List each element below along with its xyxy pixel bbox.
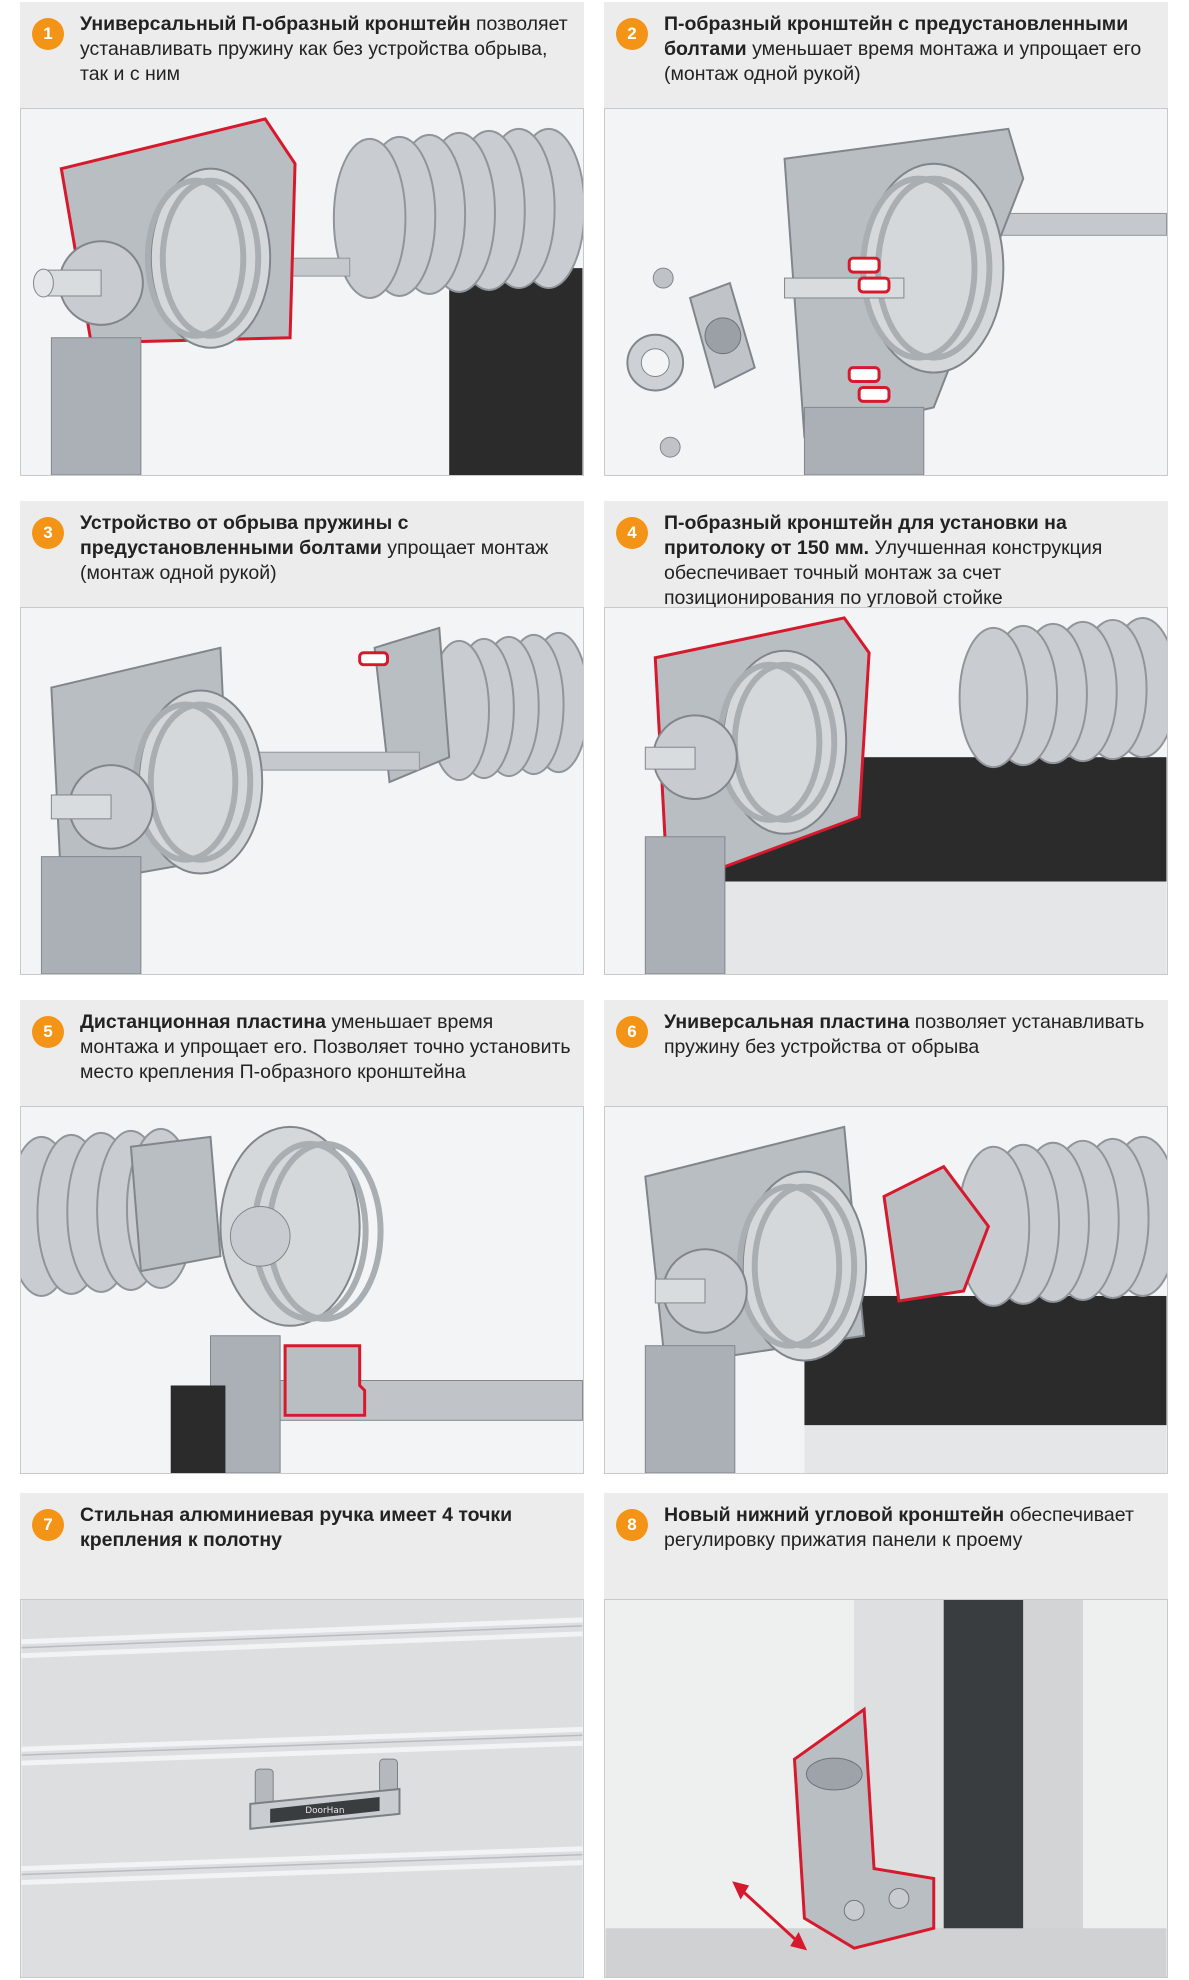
product-illustration bbox=[20, 1106, 584, 1474]
adjustment-arrow bbox=[732, 1881, 808, 1951]
card-caption: П-образный кронштейн для установки на пр… bbox=[664, 511, 1160, 611]
feature-card-3: 3 Устройство от обрыва пружины с предуст… bbox=[20, 501, 584, 975]
caption-text: позволяет устанавливать пружину как без … bbox=[80, 13, 568, 85]
card-header: 4 П-образный кронштейн для установки на … bbox=[604, 501, 1168, 609]
number-badge: 7 bbox=[32, 1509, 64, 1541]
card-header: 6 Универсальная пластина позволяет устан… bbox=[604, 1000, 1168, 1106]
feature-card-6: 6 Универсальная пластина позволяет устан… bbox=[604, 1000, 1168, 1474]
feature-card-5: 5 Дистанционная пластина уменьшает время… bbox=[20, 1000, 584, 1474]
preinstalled-bolt bbox=[358, 651, 390, 667]
card-caption: П-образный кронштейн с предустановленным… bbox=[664, 12, 1160, 87]
product-illustration bbox=[20, 108, 584, 476]
spacer-plate-illustration bbox=[21, 1107, 583, 1473]
card-header: 5 Дистанционная пластина уменьшает время… bbox=[20, 1000, 584, 1106]
card-header: 7 Стильная алюминиевая ручка имеет 4 точ… bbox=[20, 1493, 584, 1599]
spacer-plate bbox=[283, 1344, 367, 1417]
caption-bold: Дистанционная пластина bbox=[80, 1011, 326, 1033]
card-caption: Дистанционная пластина уменьшает время м… bbox=[80, 1010, 576, 1085]
caption-text: обеспечивает регулировку прижатия панели… bbox=[664, 1504, 1134, 1551]
caption-bold: Универсальный П-образный кронштейн bbox=[80, 13, 471, 35]
spring-break-device-illustration bbox=[21, 608, 583, 974]
caption-text: упрощает монтаж (монтаж одной рукой) bbox=[80, 537, 549, 584]
product-illustration bbox=[604, 607, 1168, 975]
number-badge: 8 bbox=[616, 1509, 648, 1541]
caption-text: уменьшает время монтажа и упрощает его. … bbox=[80, 1011, 571, 1083]
card-header: 3 Устройство от обрыва пружины с предуст… bbox=[20, 501, 584, 607]
card-header: 8 Новый нижний угловой кронштейн обеспеч… bbox=[604, 1493, 1168, 1599]
product-illustration bbox=[604, 1599, 1168, 1978]
bracket-spring-illustration bbox=[21, 109, 583, 475]
handle-logo: DoorHan bbox=[305, 1806, 344, 1816]
caption-text: позволяет устанавливать пружину без устр… bbox=[664, 1011, 1145, 1058]
product-illustration bbox=[604, 1106, 1168, 1474]
caption-bold: Стильная алюминиевая ручка имеет 4 точки… bbox=[80, 1504, 513, 1551]
caption-text: уменьшает время монтажа и упрощает его (… bbox=[664, 38, 1142, 85]
card-caption: Универсальный П-образный кронштейн позво… bbox=[80, 12, 576, 87]
card-header: 1 Универсальный П-образный кронштейн поз… bbox=[20, 2, 584, 108]
angle-post bbox=[50, 337, 142, 475]
number-badge: 2 bbox=[616, 18, 648, 50]
number-badge: 3 bbox=[32, 517, 64, 549]
card-header: 2 П-образный кронштейн с предустановленн… bbox=[604, 2, 1168, 108]
caption-bold: П-образный кронштейн с предустановленным… bbox=[664, 13, 1129, 60]
feature-card-2: 2 П-образный кронштейн с предустановленн… bbox=[604, 2, 1168, 476]
card-caption: Новый нижний угловой кронштейн обеспечив… bbox=[664, 1503, 1160, 1553]
door-panel bbox=[449, 268, 583, 475]
door-handle bbox=[249, 1758, 401, 1830]
preinstalled-bolts bbox=[847, 256, 891, 403]
feature-card-8: 8 Новый нижний угловой кронштейн обеспеч… bbox=[604, 1493, 1168, 1978]
lintel-bracket-illustration bbox=[605, 608, 1167, 974]
product-illustration: DoorHan bbox=[20, 1599, 584, 1978]
caption-bold: Новый нижний угловой кронштейн bbox=[664, 1504, 1005, 1526]
aluminium-handle-illustration: DoorHan bbox=[21, 1600, 583, 1977]
caption-text: Улучшенная конструкция обеспечивает точн… bbox=[664, 537, 1103, 609]
universal-plate bbox=[882, 1164, 991, 1303]
universal-plate-illustration bbox=[605, 1107, 1167, 1473]
number-badge: 1 bbox=[32, 18, 64, 50]
angle-post bbox=[644, 836, 726, 974]
bracket-preinstalled-bolts-illustration bbox=[605, 109, 1167, 475]
feature-card-4: 4 П-образный кронштейн для установки на … bbox=[604, 501, 1168, 975]
caption-bold: Универсальная пластина bbox=[664, 1011, 910, 1033]
bottom-corner-bracket-illustration bbox=[605, 1600, 1167, 1977]
caption-bold: П-образный кронштейн для установки на пр… bbox=[664, 512, 1067, 559]
feature-card-1: 1 Универсальный П-образный кронштейн поз… bbox=[20, 2, 584, 476]
number-badge: 5 bbox=[32, 1016, 64, 1048]
feature-card-7: 7 Стильная алюминиевая ручка имеет 4 точ… bbox=[20, 1493, 584, 1978]
product-illustration bbox=[604, 108, 1168, 476]
spring-break-device bbox=[373, 626, 451, 784]
card-caption: Универсальная пластина позволяет устанав… bbox=[664, 1010, 1160, 1060]
card-caption: Устройство от обрыва пружины с предустан… bbox=[80, 511, 576, 586]
number-badge: 6 bbox=[616, 1016, 648, 1048]
number-badge: 4 bbox=[616, 517, 648, 549]
card-caption: Стильная алюминиевая ручка имеет 4 точки… bbox=[80, 1503, 576, 1553]
product-illustration bbox=[20, 607, 584, 975]
caption-bold: Устройство от обрыва пружины с предустан… bbox=[80, 512, 409, 559]
